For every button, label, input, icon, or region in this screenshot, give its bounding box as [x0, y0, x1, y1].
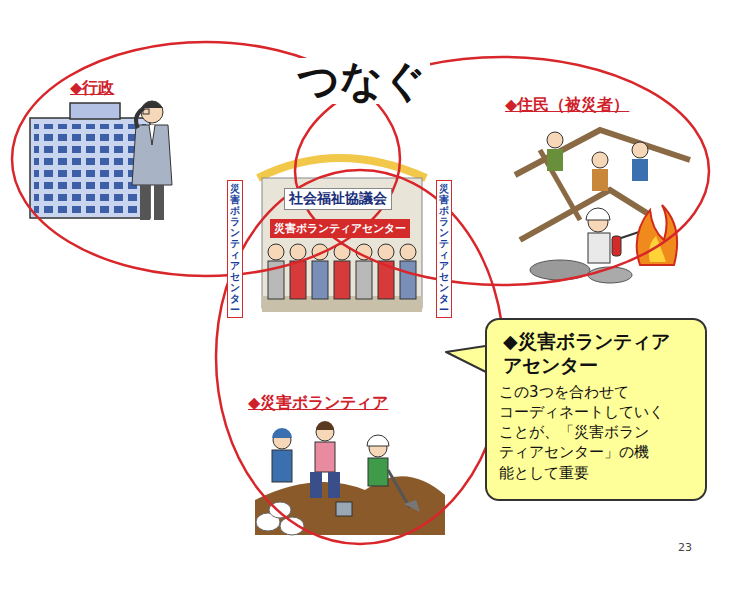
callout-heading: ◆災害ボランティア アセンター [503, 330, 695, 378]
vertical-banner-text: 災害ボランティアセンター [436, 180, 452, 318]
centre-building-illustration [258, 158, 426, 312]
region-label: ◆災害ボランティア [248, 393, 388, 412]
ellipse-line [12, 42, 400, 276]
callout-body: この3つを合わせて コーディネートしていく ことが、「災害ボラン ティアセンター… [499, 382, 695, 483]
callout-box: ◆災害ボランティア アセンターこの3つを合わせて コーディネートしていく ことが… [485, 318, 707, 501]
banner-text: 災害ボランティアセンター [270, 219, 410, 238]
office-illustration [30, 101, 172, 220]
volunteer-illustration [255, 421, 445, 535]
disaster-illustration [515, 130, 690, 283]
region-label: ◆住民（被災者） [505, 95, 629, 114]
diagram-title: つなぐ [293, 58, 430, 104]
sign-text: 社会福祉協議会 [284, 188, 392, 210]
region-label: ◆行政 [70, 78, 114, 97]
page-number: 23 [678, 541, 692, 554]
ellipse-line [216, 170, 504, 544]
vertical-banner-text: 災害ボランティアセンター [227, 180, 243, 318]
